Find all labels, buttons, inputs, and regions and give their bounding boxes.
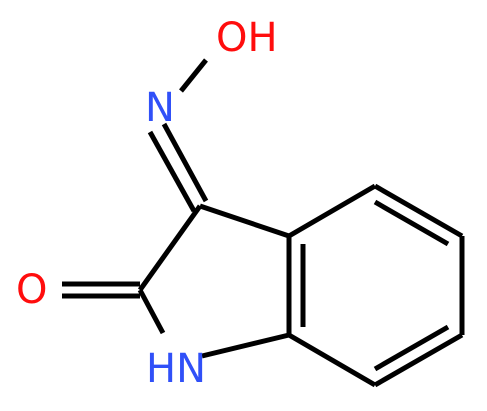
atom-label-nh: HN <box>146 346 206 392</box>
bond-n-c3-double-a <box>147 130 197 213</box>
bond-c7-c7a <box>287 332 377 388</box>
atom-label-n-oxime: N <box>145 85 175 131</box>
atom-label-o-carbonyl: O <box>16 267 47 313</box>
bond-n1-c7a <box>201 332 290 359</box>
bond-o-n <box>179 58 208 93</box>
bond-c3a-c4 <box>287 183 377 239</box>
bond-c3-c2 <box>137 204 203 292</box>
bond-c6-c7 <box>373 332 464 388</box>
bond-c6-c7-inner <box>373 324 450 372</box>
bond-c2-n1 <box>137 288 166 335</box>
bond-c4-c5 <box>373 183 464 239</box>
atom-label-oh: OH <box>216 15 278 61</box>
bond-c4-c5-inner <box>373 199 450 247</box>
bond-n-c3-double-b <box>161 122 209 203</box>
bond-c3-c3a <box>199 203 290 239</box>
